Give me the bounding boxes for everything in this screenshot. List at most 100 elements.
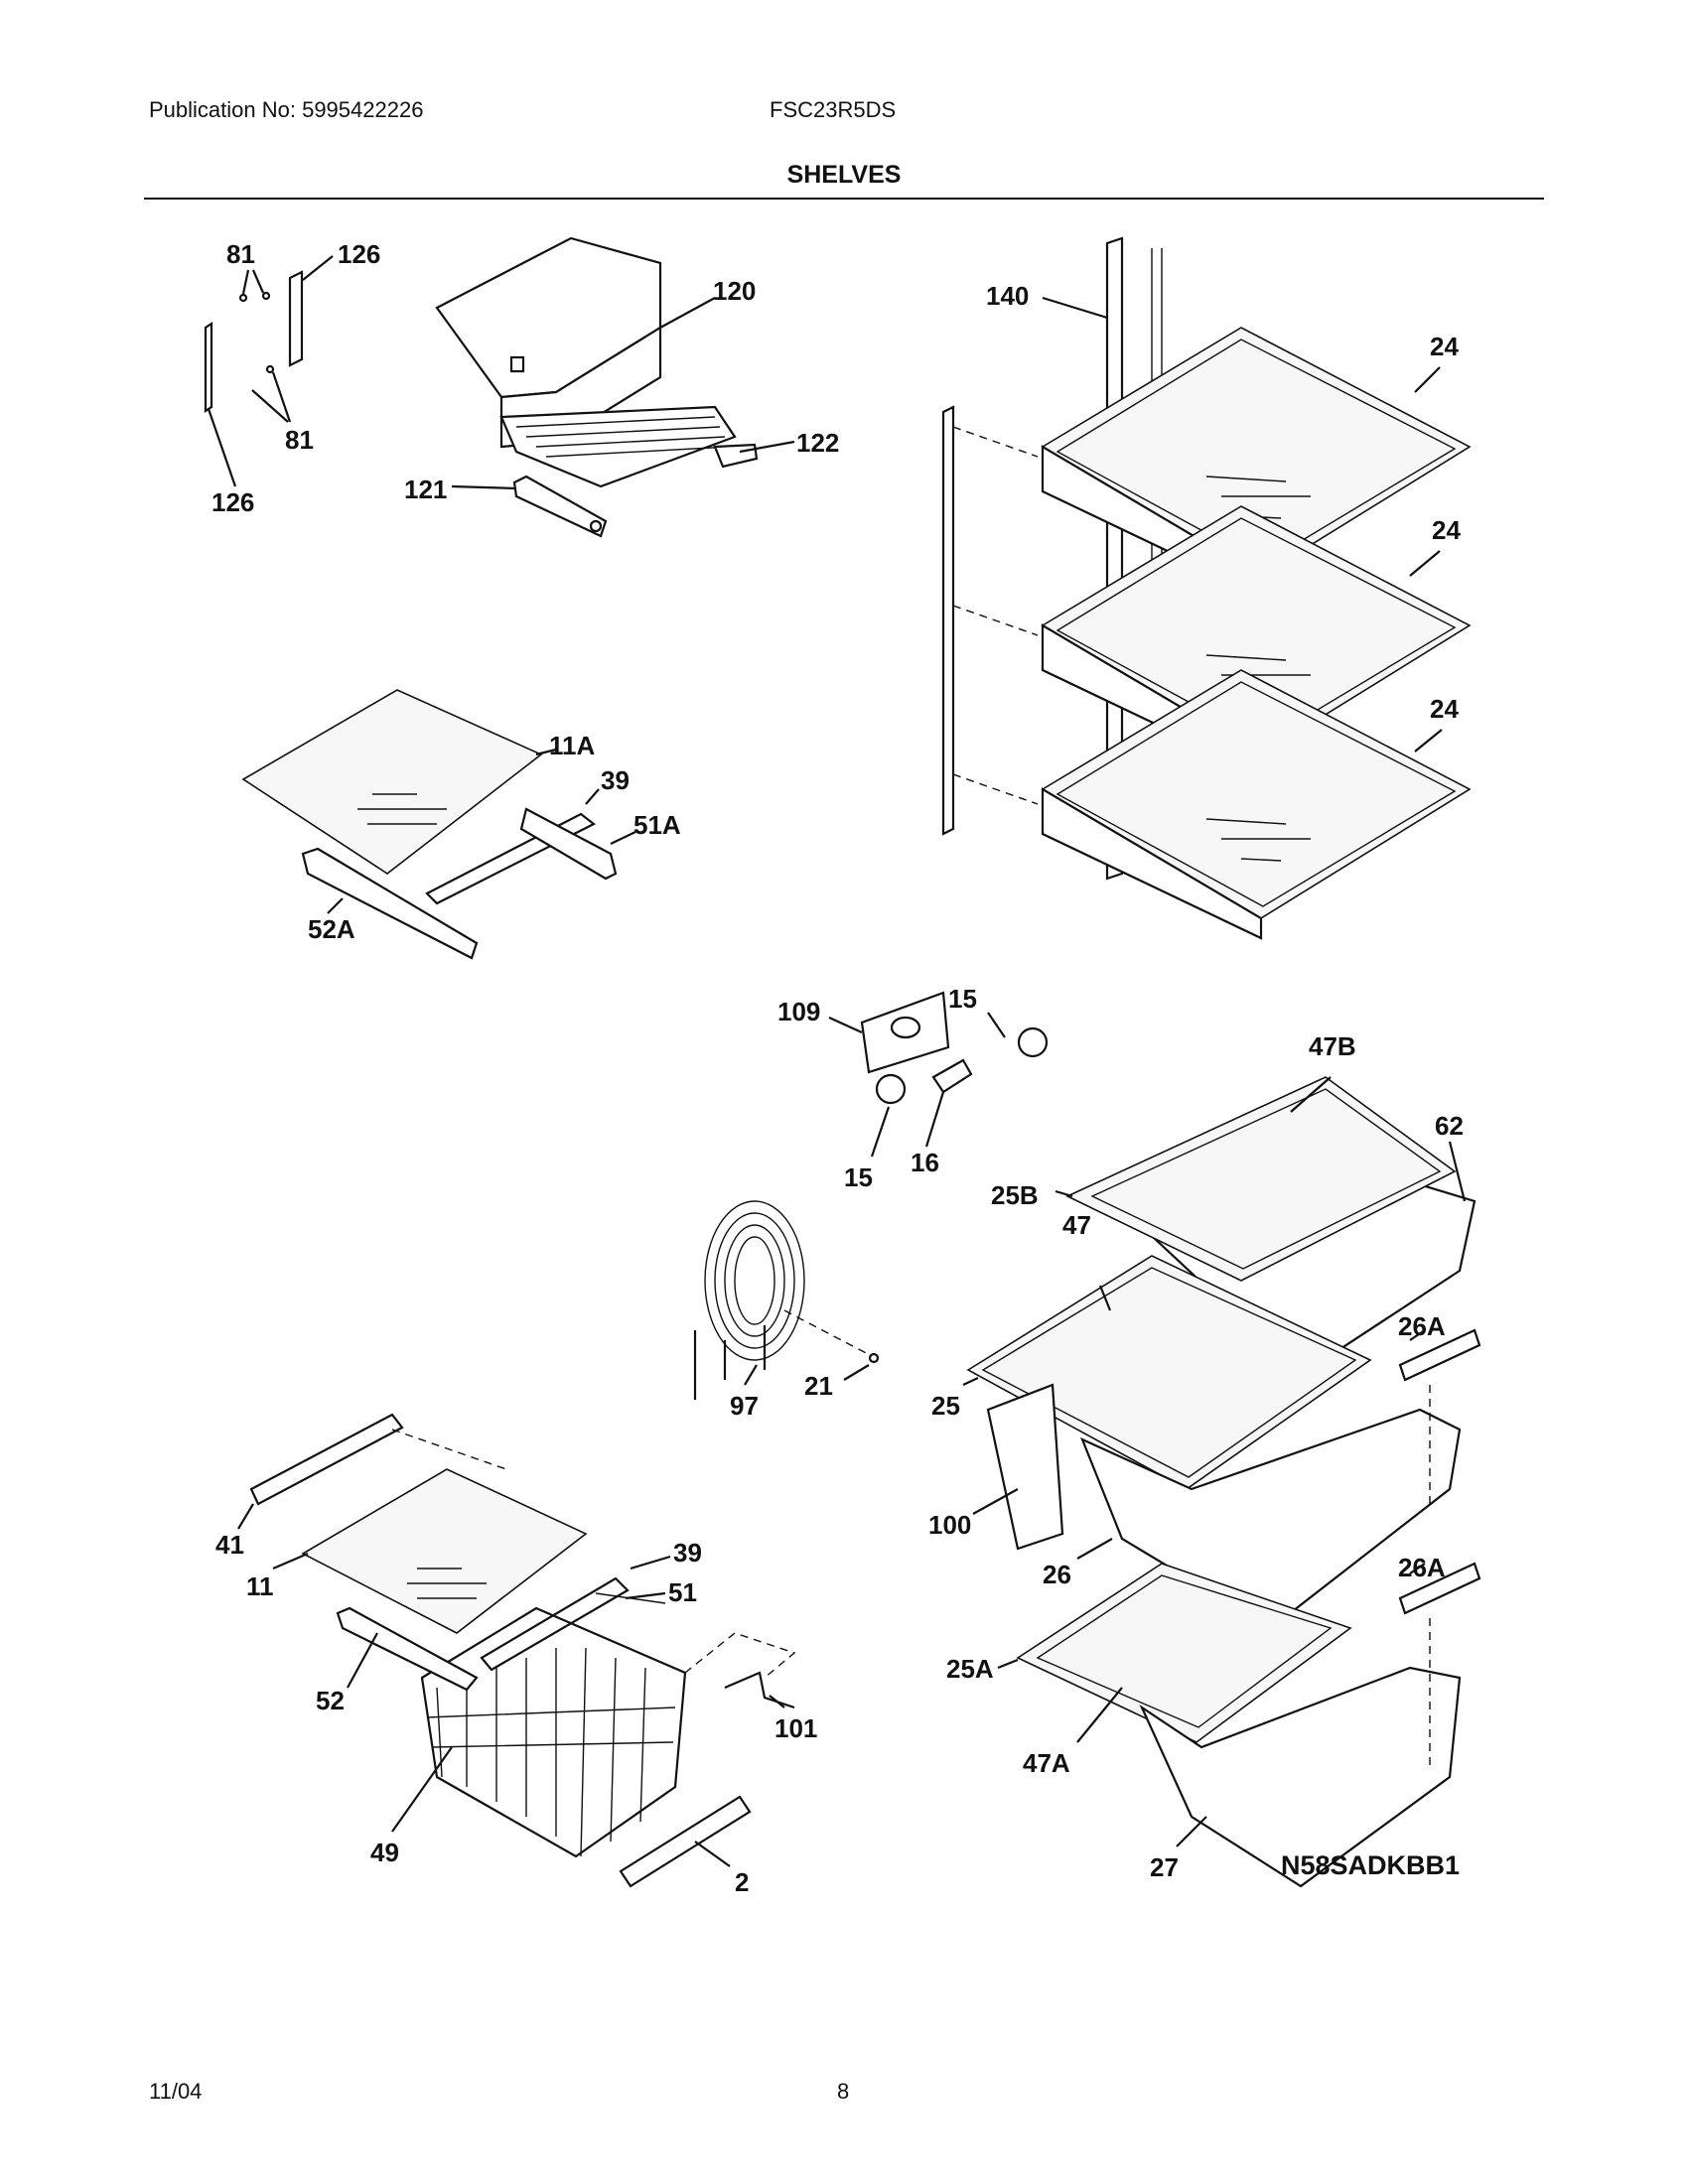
basket-rail-52-part bbox=[336, 1606, 479, 1692]
callout-81: 81 bbox=[285, 425, 314, 455]
callout-51: 51 bbox=[668, 1577, 697, 1607]
callout-24: 24 bbox=[1432, 515, 1461, 545]
shelf-24-leaders bbox=[1409, 366, 1443, 752]
leader-122 bbox=[739, 440, 795, 454]
callout-120: 120 bbox=[713, 276, 756, 306]
callout-81: 81 bbox=[226, 239, 255, 269]
callout-62: 62 bbox=[1435, 1111, 1464, 1141]
callout-26A: 26A bbox=[1398, 1311, 1446, 1341]
callout-122: 122 bbox=[796, 428, 839, 458]
leader-51A bbox=[610, 831, 636, 845]
deli-cover-25B-part bbox=[1065, 1076, 1457, 1282]
leader-62 bbox=[1448, 1141, 1467, 1202]
leader-97 bbox=[744, 1364, 758, 1386]
crisper-cover-25-part bbox=[966, 1255, 1372, 1490]
leader-100 bbox=[972, 1488, 1019, 1515]
leader-26 bbox=[1076, 1538, 1113, 1560]
basket-wire-49-part bbox=[420, 1606, 687, 1858]
basket-front-2-part bbox=[619, 1795, 752, 1888]
callout-25: 25 bbox=[931, 1391, 960, 1421]
callout-126: 126 bbox=[211, 487, 254, 517]
light-shield-part bbox=[860, 991, 950, 1074]
callout-26A: 26A bbox=[1398, 1553, 1446, 1582]
page-number: 8 bbox=[837, 2079, 850, 2104]
basket-trim-39-part bbox=[480, 1576, 630, 1672]
callout-121: 121 bbox=[404, 475, 447, 504]
ice-bin-hinge-part bbox=[713, 443, 759, 469]
callout-47: 47 bbox=[1062, 1210, 1091, 1240]
callout-52: 52 bbox=[316, 1686, 345, 1715]
leader-51 bbox=[625, 1591, 666, 1600]
crisper-drawer-26-part bbox=[1079, 1408, 1462, 1630]
callout-109: 109 bbox=[777, 997, 820, 1026]
diagram-code: N58SADKBB1 bbox=[1281, 1850, 1460, 1880]
callout-97: 97 bbox=[730, 1391, 759, 1421]
page-title: SHELVES bbox=[786, 161, 902, 189]
callout-51A: 51A bbox=[633, 810, 681, 840]
callout-15: 15 bbox=[844, 1162, 873, 1192]
leader-26A-bottom bbox=[1409, 1563, 1426, 1574]
basket-glass-11-part bbox=[301, 1468, 588, 1634]
leader-39a bbox=[585, 788, 600, 805]
leader-27 bbox=[1176, 1816, 1207, 1847]
callout-25B: 25B bbox=[991, 1180, 1039, 1210]
leader-11 bbox=[272, 1552, 309, 1570]
leader-49 bbox=[391, 1746, 453, 1833]
callout-47B: 47B bbox=[1309, 1031, 1356, 1061]
leader-25A bbox=[997, 1658, 1019, 1670]
freezer-shelf-glass-part bbox=[241, 689, 543, 875]
shelf-rail-right-part bbox=[519, 807, 618, 881]
shelf-mount-dashes bbox=[952, 426, 1039, 805]
light-bulb-part bbox=[875, 1026, 1049, 1105]
light-socket-part bbox=[931, 1058, 973, 1094]
leader-109 bbox=[828, 1016, 863, 1034]
rail-bracket-part bbox=[204, 270, 304, 414]
shelf-rail-left-part bbox=[301, 847, 479, 960]
leader-121 bbox=[451, 484, 517, 490]
leader-120 bbox=[659, 297, 716, 329]
callout-140: 140 bbox=[986, 281, 1029, 311]
shelf-24-bottom bbox=[1041, 669, 1472, 940]
publication-number: Publication No: 5995422226 bbox=[149, 97, 424, 122]
drawer-slide-26A-part bbox=[1398, 1328, 1481, 1767]
screw-21-part bbox=[783, 1309, 880, 1364]
callout-49: 49 bbox=[370, 1838, 399, 1867]
callout-27: 27 bbox=[1150, 1852, 1179, 1882]
leader-52 bbox=[347, 1632, 378, 1689]
leader-52A bbox=[327, 897, 344, 914]
leader-47 bbox=[1098, 1285, 1112, 1311]
leader-25B bbox=[1055, 1189, 1073, 1198]
callout-39: 39 bbox=[673, 1538, 702, 1568]
model-number: FSC23R5DS bbox=[770, 97, 897, 122]
callout-100: 100 bbox=[928, 1510, 971, 1540]
leader-25 bbox=[962, 1377, 979, 1386]
callout-11A: 11A bbox=[549, 731, 595, 760]
callout-126: 126 bbox=[338, 239, 380, 269]
header-rule bbox=[144, 198, 1544, 200]
drawer-divider-100-part bbox=[986, 1383, 1064, 1551]
light-leaders bbox=[870, 1012, 1006, 1158]
callout-24: 24 bbox=[1430, 332, 1459, 361]
crisper-cover-25A-part bbox=[1016, 1563, 1352, 1743]
leader-41 bbox=[237, 1503, 254, 1530]
callout-41: 41 bbox=[215, 1530, 244, 1560]
callout-47A: 47A bbox=[1023, 1748, 1070, 1778]
bracket-leader-lines bbox=[207, 255, 334, 487]
crisper-drawer-27-part bbox=[1139, 1666, 1462, 1888]
callout-24: 24 bbox=[1430, 694, 1459, 724]
callout-2: 2 bbox=[735, 1867, 749, 1897]
callout-25A: 25A bbox=[946, 1654, 994, 1684]
callout-26: 26 bbox=[1043, 1560, 1071, 1589]
callout-39: 39 bbox=[601, 765, 630, 795]
callout-21: 21 bbox=[804, 1371, 833, 1401]
leader-2 bbox=[694, 1841, 731, 1867]
leader-47B bbox=[1290, 1076, 1332, 1113]
ice-bin-part bbox=[435, 236, 737, 488]
leader-39b bbox=[630, 1555, 671, 1570]
leader-26A-top bbox=[1409, 1329, 1426, 1341]
basket-trim-41-part bbox=[249, 1413, 507, 1506]
callout-11: 11 bbox=[246, 1571, 274, 1601]
heater-coil-part bbox=[693, 1200, 805, 1400]
leader-140 bbox=[1042, 296, 1108, 320]
